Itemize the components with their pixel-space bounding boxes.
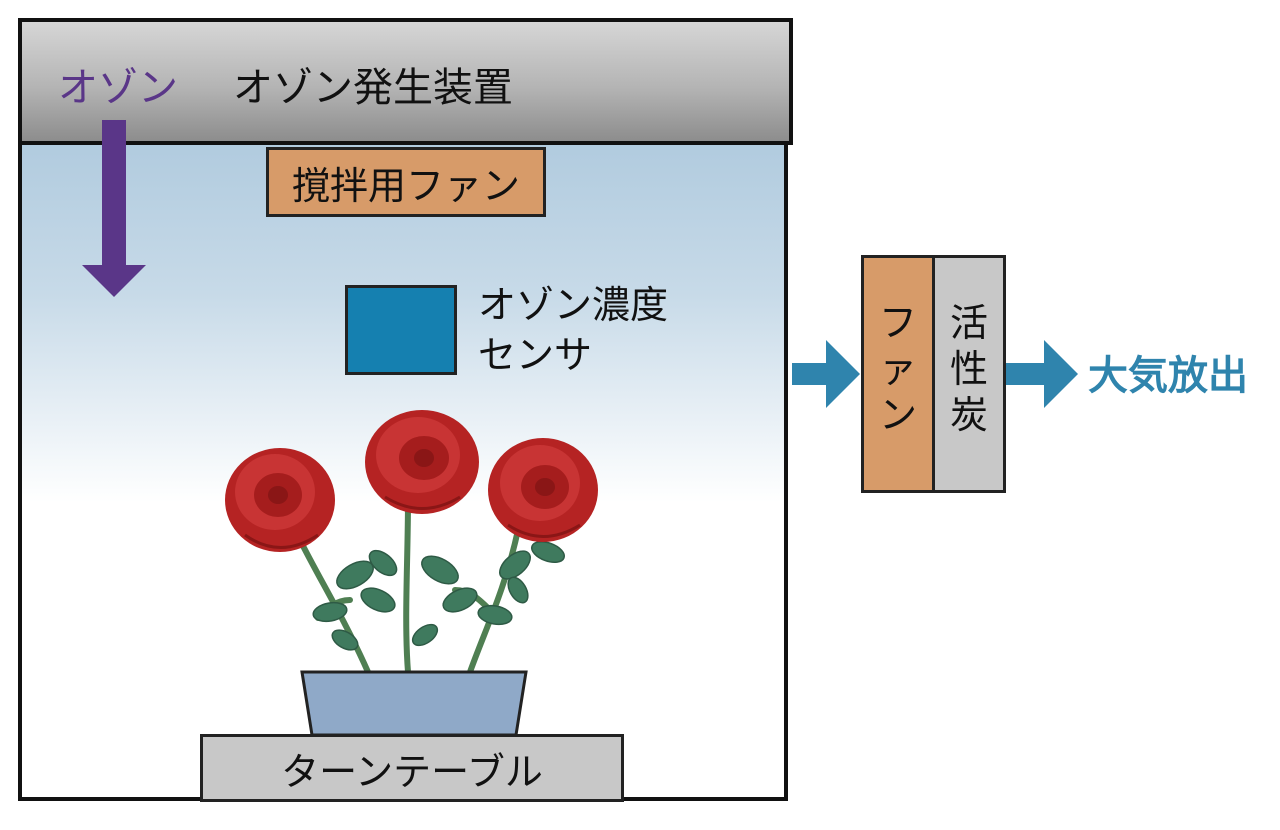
flower-pot: [300, 670, 528, 737]
exhaust-fan: フ ァ ン: [861, 255, 935, 493]
ozone-sensor: [345, 285, 457, 375]
turntable: ターンテーブル: [200, 734, 624, 802]
exhaust-fan-char: ン: [878, 393, 917, 437]
rose-stems: [297, 497, 521, 675]
ozone-generator-title: オゾン発生装置: [233, 65, 513, 111]
ozone-sensor-label: オゾン濃度 センサ: [478, 280, 668, 380]
ozone-sensor-label-line1: オゾン濃度: [478, 283, 669, 327]
activated-carbon-filter: 活 性 炭: [932, 255, 1006, 493]
activated-carbon-label: 活 性 炭: [935, 300, 1003, 438]
ozone-flow-label: オゾン: [58, 65, 178, 111]
ozone-generator: [18, 18, 793, 145]
atmospheric-release-label: 大気放出: [1088, 353, 1248, 399]
rose-leaves: [312, 540, 566, 651]
rose-flower-center: [365, 410, 479, 514]
activated-carbon-char: 炭: [949, 393, 988, 437]
ozone-sensor-label-line2: センサ: [478, 333, 593, 377]
exhaust-arrow-out: [1006, 340, 1078, 408]
rose-flower-left: [225, 448, 335, 552]
stir-fan: 撹拌用ファン: [266, 147, 546, 217]
activated-carbon-char: 性: [949, 347, 988, 391]
exhaust-fan-label: フ ァ ン: [864, 300, 932, 438]
exhaust-fan-char: フ: [878, 301, 917, 345]
activated-carbon-char: 活: [949, 301, 988, 345]
exhaust-fan-char: ァ: [878, 347, 917, 391]
rose-flower-right: [488, 438, 598, 542]
exhaust-arrow-in: [792, 340, 860, 408]
ozone-flow-arrow: [82, 120, 146, 297]
